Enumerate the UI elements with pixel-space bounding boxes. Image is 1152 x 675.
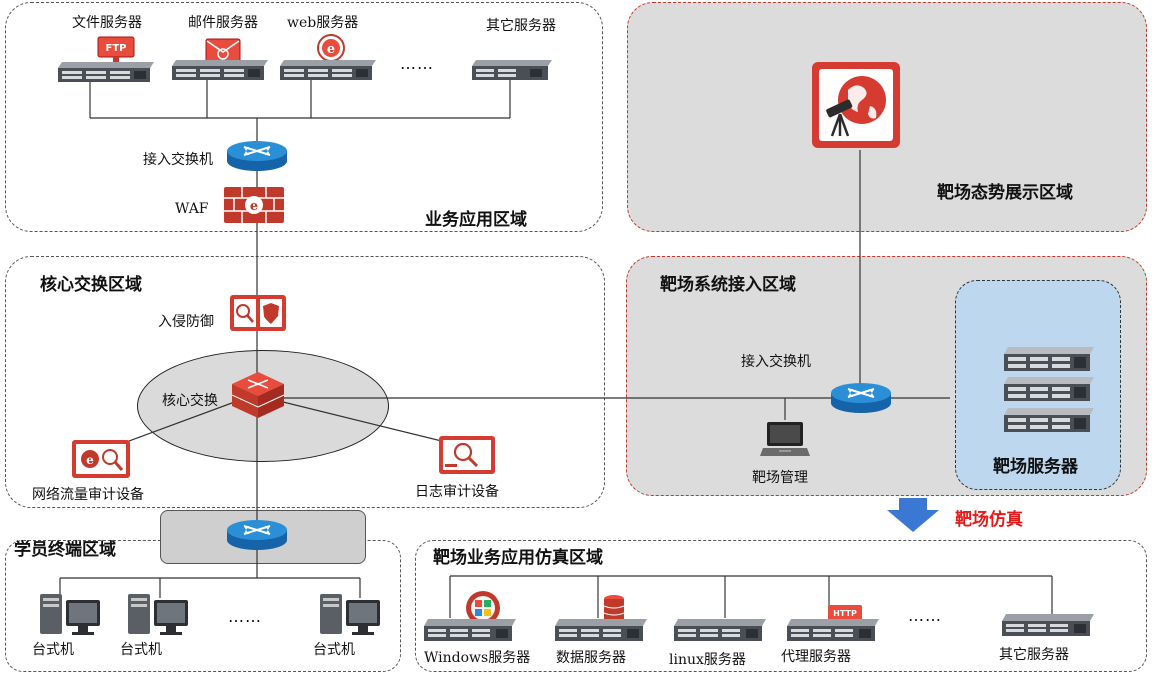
student-switch-icon[interactable]: [226, 518, 288, 556]
range-server-icon[interactable]: [1002, 345, 1096, 377]
desktop-pc-label: 台式机: [32, 642, 74, 658]
file-server-icon[interactable]: [56, 60, 156, 88]
db-server-label: 数据服务器: [556, 650, 626, 666]
ips-label: 入侵防御: [158, 314, 214, 330]
core-zone-title: 核心交换区域: [40, 275, 142, 295]
svg-text:e: e: [327, 42, 335, 57]
proxy-server-label: 代理服务器: [781, 649, 851, 665]
desktop-pc-label: 台式机: [120, 642, 162, 658]
linux-server-icon[interactable]: [672, 617, 768, 647]
range-server-icon[interactable]: [1002, 375, 1096, 407]
windows-logo-icon: [465, 590, 501, 630]
manage-label: 靶场管理: [752, 470, 808, 486]
svg-text:FTP: FTP: [106, 43, 127, 54]
log-audit-icon[interactable]: [437, 434, 497, 480]
svg-text:e: e: [86, 453, 94, 467]
ftp-icon: FTP: [97, 36, 135, 68]
other-server-label: 其它服务器: [486, 18, 556, 34]
web-icon: e: [316, 33, 346, 67]
proxy-server-icon[interactable]: [785, 617, 881, 647]
windows-server-icon[interactable]: [422, 617, 518, 647]
down-arrow-icon: [885, 498, 941, 538]
desktop-pc-icon[interactable]: [126, 592, 192, 642]
web-server-icon[interactable]: [278, 58, 378, 86]
netflow-audit-label: 网络流量审计设备: [32, 487, 144, 503]
business-ellipsis: ……: [400, 54, 434, 73]
mail-server-icon[interactable]: [170, 58, 270, 86]
windows-server-label: Windows服务器: [424, 650, 531, 666]
access-switch-label: 接入交换机: [741, 354, 811, 370]
waf-label: WAF: [175, 201, 209, 217]
linux-server-label: linux服务器: [669, 652, 746, 668]
situation-display-icon[interactable]: [810, 60, 902, 154]
desktop-pc-icon[interactable]: [318, 592, 384, 642]
core-switch-label: 核心交换: [162, 393, 218, 409]
business-zone: [5, 2, 603, 232]
log-audit-label: 日志审计设备: [415, 484, 499, 500]
student-zone-title: 学员终端区域: [14, 540, 116, 560]
sim-zone-title: 靶场业务应用仿真区域: [433, 548, 603, 568]
sim-ellipsis: ……: [908, 606, 942, 625]
sim-zone: [415, 540, 1147, 672]
business-zone-title: 业务应用区域: [425, 210, 527, 230]
laptop-icon[interactable]: [760, 420, 810, 462]
netflow-audit-icon[interactable]: e: [70, 438, 132, 484]
db-server-icon[interactable]: [553, 617, 649, 647]
ips-icon[interactable]: [228, 293, 288, 337]
mail-server-label: 邮件服务器: [188, 15, 258, 31]
situation-zone-title: 靶场态势展示区域: [937, 183, 1073, 203]
range-server-icon[interactable]: [1002, 406, 1096, 438]
business-switch-label: 接入交换机: [143, 152, 213, 168]
student-switch-box: [160, 510, 366, 564]
desktop-pc-icon[interactable]: [38, 592, 104, 642]
student-ellipsis: ……: [228, 607, 262, 626]
file-server-label: 文件服务器: [72, 15, 142, 31]
range-sim-label: 靶场仿真: [955, 510, 1023, 530]
svg-text:HTTP: HTTP: [833, 609, 857, 618]
waf-icon[interactable]: e: [222, 185, 286, 229]
range-servers-title: 靶场服务器: [993, 457, 1078, 477]
web-server-label: web服务器: [287, 15, 359, 31]
core-switch-icon[interactable]: [230, 370, 286, 424]
access-switch-icon[interactable]: [830, 381, 892, 419]
business-switch-icon[interactable]: [226, 139, 288, 177]
other-server-icon[interactable]: [470, 58, 554, 86]
sim-other-server-icon[interactable]: [1000, 612, 1096, 642]
http-icon: HTTP: [827, 604, 863, 626]
sim-other-server-label: 其它服务器: [999, 647, 1069, 663]
svg-text:e: e: [250, 199, 258, 214]
access-zone-title: 靶场系统接入区域: [660, 275, 796, 295]
desktop-pc-label: 台式机: [313, 642, 355, 658]
